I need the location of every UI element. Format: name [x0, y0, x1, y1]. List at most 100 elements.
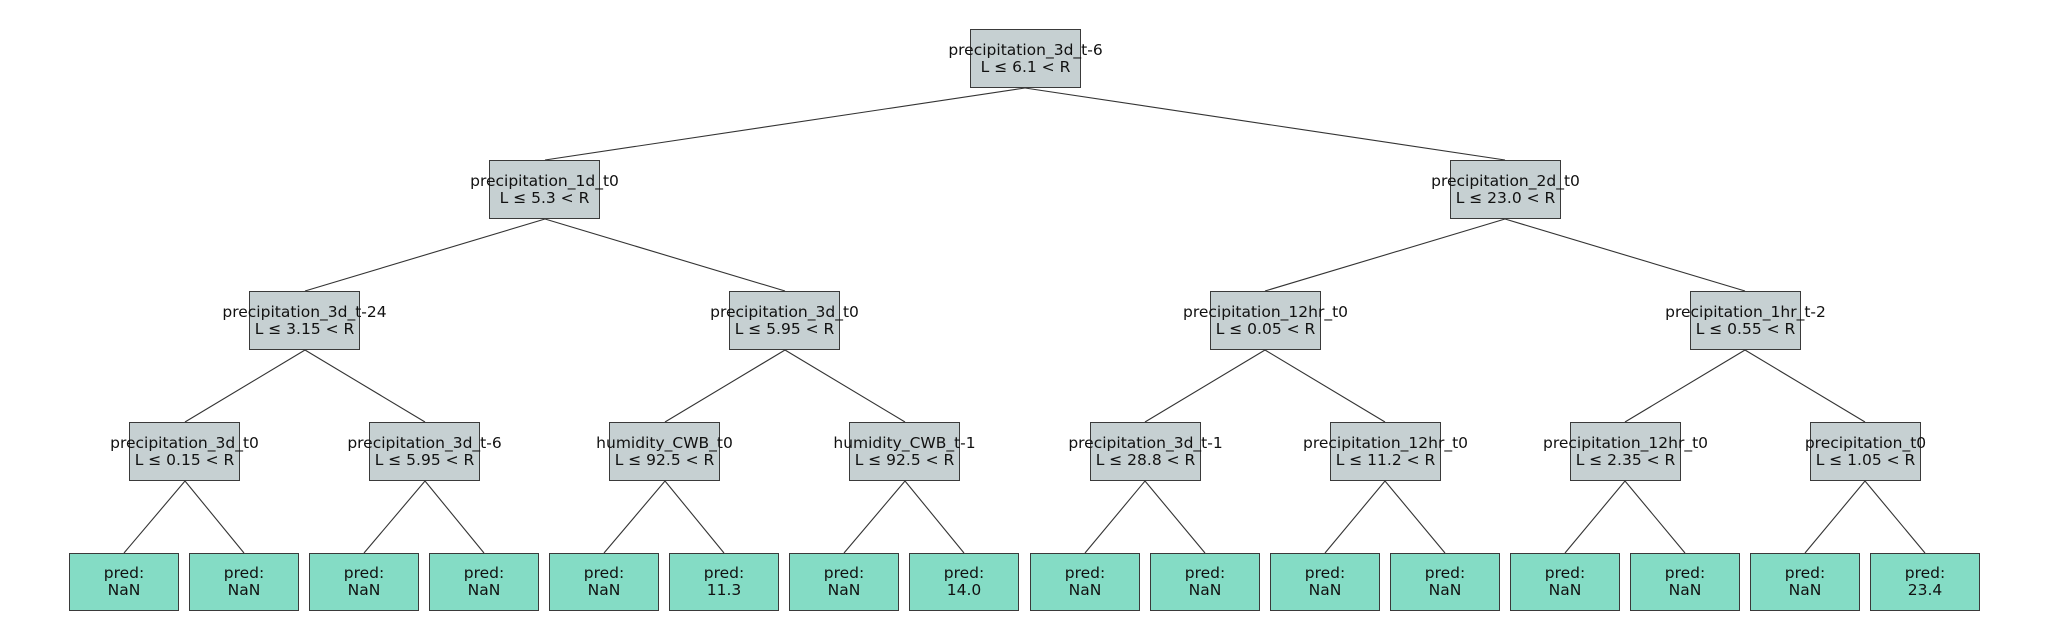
leaf-label: pred:	[1784, 564, 1826, 582]
split-node-l3-6: precipitation_12hr_t0 L ≤ 2.35 < R	[1543, 422, 1708, 481]
leaf-label: pred:	[1664, 564, 1706, 582]
split-node-l3-1: precipitation_3d_t-6 L ≤ 5.95 < R	[347, 422, 502, 481]
split-node-l2-1: precipitation_3d_t0 L ≤ 5.95 < R	[710, 291, 859, 350]
node-feature: precipitation_3d_t0	[710, 302, 859, 321]
leaf-node-10: pred: NaN	[1270, 553, 1380, 611]
tree-edge-25	[1384, 480, 1446, 554]
leaf-label: pred:	[703, 564, 745, 582]
node-rule: L ≤ 23.0 < R	[1455, 188, 1556, 207]
leaf-label: pred:	[343, 564, 385, 582]
split-node-root: precipitation_3d_t-6 L ≤ 6.1 < R	[948, 29, 1103, 88]
leaf-label: pred:	[583, 564, 625, 582]
tree-edge-3	[544, 218, 786, 292]
node-feature: precipitation_12hr_t0	[1183, 302, 1349, 321]
tree-edge-1	[1024, 87, 1506, 161]
leaf-node-15: pred: 23.4	[1870, 553, 1980, 611]
node-rule: L ≤ 0.55 < R	[1695, 319, 1796, 338]
node-feature: precipitation_3d_t-6	[347, 433, 502, 452]
leaf-node-9: pred: NaN	[1150, 553, 1260, 611]
node-feature: precipitation_1d_t0	[470, 171, 619, 190]
leaf-value: NaN	[107, 581, 141, 599]
tree-edge-24	[1324, 480, 1386, 554]
node-rule: L ≤ 5.95 < R	[734, 319, 835, 338]
tree-edge-9	[784, 349, 906, 423]
split-node-l3-2: humidity_CWB_t0 L ≤ 92.5 < R	[596, 422, 733, 481]
split-node-l2-0: precipitation_3d_t-24 L ≤ 3.15 < R	[222, 291, 387, 350]
leaf-node-1: pred: NaN	[189, 553, 299, 611]
tree-edge-2	[304, 218, 546, 292]
leaf-label: pred:	[823, 564, 865, 582]
leaf-value: 23.4	[1907, 581, 1943, 599]
tree-edge-5	[1504, 218, 1746, 292]
split-node-l3-7: precipitation_t0 L ≤ 1.05 < R	[1805, 422, 1926, 481]
node-feature: precipitation_2d_t0	[1431, 171, 1580, 190]
leaf-value: NaN	[1548, 581, 1582, 599]
tree-edge-14	[123, 480, 186, 554]
node-feature: precipitation_3d_t-1	[1068, 433, 1223, 452]
tree-edge-10	[1144, 349, 1266, 423]
tree-edge-23	[1144, 480, 1206, 554]
node-feature: precipitation_3d_t0	[110, 433, 259, 452]
node-rule: L ≤ 1.05 < R	[1815, 450, 1916, 469]
leaf-node-2: pred: NaN	[309, 553, 419, 611]
tree-edge-16	[363, 480, 426, 554]
node-rule: L ≤ 5.3 < R	[499, 188, 590, 207]
leaf-value: NaN	[347, 581, 381, 599]
tree-edge-8	[664, 349, 786, 423]
tree-edge-19	[664, 480, 725, 554]
leaf-label: pred:	[1184, 564, 1226, 582]
split-node-l1-1: precipitation_2d_t0 L ≤ 23.0 < R	[1431, 160, 1580, 219]
leaf-node-0: pred: NaN	[69, 553, 179, 611]
node-rule: L ≤ 28.8 < R	[1095, 450, 1196, 469]
tree-edge-13	[1744, 349, 1866, 423]
node-feature: precipitation_t0	[1804, 433, 1927, 452]
leaf-node-5: pred: 11.3	[669, 553, 779, 611]
leaf-label: pred:	[1904, 564, 1946, 582]
leaf-value: NaN	[1788, 581, 1822, 599]
leaf-value: NaN	[1308, 581, 1342, 599]
node-rule: L ≤ 0.15 < R	[134, 450, 235, 469]
leaf-node-3: pred: NaN	[429, 553, 539, 611]
leaf-node-12: pred: NaN	[1510, 553, 1620, 611]
leaf-value: 11.3	[706, 581, 742, 599]
tree-edge-29	[1864, 480, 1926, 554]
leaf-label: pred:	[103, 564, 145, 582]
leaf-label: pred:	[463, 564, 505, 582]
leaf-node-7: pred: 14.0	[909, 553, 1019, 611]
node-feature: humidity_CWB_t0	[596, 433, 733, 452]
tree-edge-22	[1084, 480, 1146, 554]
leaf-node-11: pred: NaN	[1390, 553, 1500, 611]
split-node-l2-2: precipitation_12hr_t0 L ≤ 0.05 < R	[1183, 291, 1348, 350]
node-feature: humidity_CWB_t-1	[833, 433, 976, 452]
node-feature: precipitation_3d_t-24	[222, 302, 387, 321]
leaf-label: pred:	[943, 564, 985, 582]
leaf-value: NaN	[1188, 581, 1222, 599]
node-rule: L ≤ 0.05 < R	[1215, 319, 1316, 338]
split-node-l2-3: precipitation_1hr_t-2 L ≤ 0.55 < R	[1665, 291, 1826, 350]
leaf-value: NaN	[1428, 581, 1462, 599]
node-rule: L ≤ 3.15 < R	[254, 319, 355, 338]
node-rule: L ≤ 2.35 < R	[1575, 450, 1676, 469]
split-node-l3-0: precipitation_3d_t0 L ≤ 0.15 < R	[110, 422, 259, 481]
tree-edge-11	[1264, 349, 1386, 423]
tree-edge-17	[424, 480, 485, 554]
tree-edge-18	[603, 480, 666, 554]
leaf-value: NaN	[587, 581, 621, 599]
tree-edge-0	[544, 87, 1026, 161]
leaf-node-13: pred: NaN	[1630, 553, 1740, 611]
split-node-l3-4: precipitation_3d_t-1 L ≤ 28.8 < R	[1068, 422, 1223, 481]
tree-edge-6	[184, 349, 306, 423]
node-rule: L ≤ 92.5 < R	[614, 450, 715, 469]
leaf-value: NaN	[227, 581, 261, 599]
leaf-node-8: pred: NaN	[1030, 553, 1140, 611]
node-feature: precipitation_1hr_t-2	[1665, 302, 1826, 321]
leaf-node-6: pred: NaN	[789, 553, 899, 611]
node-rule: L ≤ 11.2 < R	[1335, 450, 1436, 469]
leaf-value: NaN	[1668, 581, 1702, 599]
leaf-value: NaN	[1068, 581, 1102, 599]
leaf-label: pred:	[223, 564, 265, 582]
tree-edge-12	[1624, 349, 1746, 423]
leaf-value: NaN	[467, 581, 501, 599]
tree-edge-20	[843, 480, 906, 554]
node-feature: precipitation_3d_t-6	[948, 40, 1103, 59]
